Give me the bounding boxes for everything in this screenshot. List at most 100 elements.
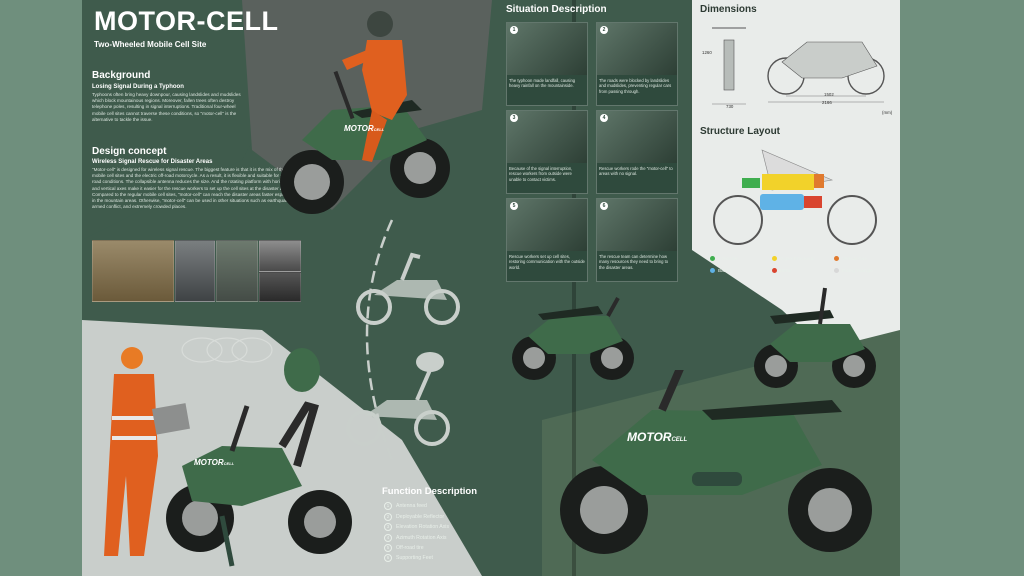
sequence-arc [365, 219, 394, 461]
function-label: Azimuth Rotation Axis [396, 534, 447, 541]
situation-num: 5 [510, 202, 518, 210]
legend-label: Vertical Axis [842, 256, 867, 261]
function-num: 1 [384, 502, 392, 511]
legend-label: Controller [718, 256, 738, 261]
design-concept-text: "Motor-cell" is designed for wireless si… [92, 167, 297, 210]
situation-num: 2 [600, 26, 608, 34]
background-subheading: Losing Signal During a Typhoon [92, 84, 184, 90]
page-fold [572, 0, 576, 576]
situation-card: 6 The rescue team can determine how many… [596, 198, 678, 282]
function-label: Off-road tire [396, 544, 424, 551]
legend-item: Vertical Axis [834, 256, 867, 262]
dimension-unit: (mm) [882, 110, 893, 115]
dimension-width: 730 [726, 104, 734, 109]
function-num: 3 [384, 523, 392, 532]
design-concept-subheading: Wireless Signal Rescue for Disaster Area… [92, 159, 213, 165]
situation-caption: Because of the signal interruption, resc… [509, 166, 573, 182]
worker-bike-badge: MOTORCELL [194, 458, 234, 467]
function-item: 5 Off-road tire [384, 543, 449, 552]
dimension-height: 1260 [702, 50, 712, 55]
badge-brand: MOTOR [627, 430, 672, 444]
photo-debris [259, 240, 301, 272]
function-item: 2 Deployable Reflector [384, 512, 449, 521]
legend-label: Riding Triangle [842, 268, 873, 273]
function-label: Supporting Feet [396, 555, 433, 562]
photo-road [216, 240, 258, 302]
dimension-side-view [767, 41, 885, 103]
structure-diagram [713, 149, 877, 245]
legend-item: Signal Processor [772, 256, 815, 262]
photo-rider [92, 240, 174, 302]
legend-dot [710, 256, 715, 262]
dimension-wheelbase: 1502 [824, 92, 834, 97]
situation-image [597, 23, 677, 75]
legend-item: Battery [710, 268, 733, 274]
situation-image [597, 199, 677, 251]
function-label: Antenna feed [396, 503, 427, 510]
poster: MOTOR-CELL Two-Wheeled Mobile Cell Site … [82, 0, 900, 576]
situation-caption: Rescue workers rode the "motor-cell" to … [599, 166, 673, 177]
function-num: 6 [384, 554, 392, 563]
situation-image [597, 111, 677, 163]
situation-image [507, 199, 587, 251]
photo-rescue [259, 272, 301, 302]
situation-num: 1 [510, 26, 518, 34]
function-num: 4 [384, 533, 392, 542]
function-item: 1 Antenna feed [384, 502, 449, 511]
situation-caption: Rescue workers set up cell sites, restor… [509, 254, 585, 270]
background-text: Typhoons often bring heavy downpour, cau… [92, 92, 241, 122]
badge-brand: MOTOR [194, 458, 224, 467]
function-item: 6 Supporting Feet [384, 554, 449, 563]
legend-dot [772, 256, 777, 262]
situation-card: 2 The roads were blocked by landslides a… [596, 22, 678, 106]
situation-heading: Situation Description [506, 4, 607, 15]
situation-num: 4 [600, 114, 608, 122]
situation-card: 4 Rescue workers rode the "motor-cell" t… [596, 110, 678, 194]
legend-item: Riding Triangle [834, 268, 873, 274]
dimension-front-view [712, 27, 746, 105]
function-item: 4 Azimuth Rotation Axis [384, 533, 449, 542]
hero-bottom-badge: MOTORCELL [627, 430, 687, 444]
hero-bike-top [280, 11, 450, 214]
dimensions-heading: Dimensions [700, 4, 757, 15]
legend-label: Signal Processor [780, 256, 815, 261]
situation-caption: The roads were blocked by landslides and… [599, 78, 672, 94]
legend-item: Controller [710, 256, 738, 262]
function-num: 5 [384, 543, 392, 552]
hero-bike-badge: MOTORCELL [344, 124, 384, 133]
function-label: Elevation Rotation Axis [396, 524, 450, 531]
page-subtitle: Two-Wheeled Mobile Cell Site [94, 40, 207, 49]
situation-image [507, 23, 587, 75]
function-num: 2 [384, 512, 392, 521]
situation-image [507, 111, 587, 163]
situation-num: 6 [600, 202, 608, 210]
legend-dot [772, 268, 777, 274]
function-list: 1 Antenna feed 2 Deployable Reflector 3 Ele… [384, 500, 449, 565]
badge-sub: CELL [223, 461, 235, 466]
photo-storm [175, 240, 215, 302]
situation-num: 3 [510, 114, 518, 122]
situation-caption: The typhoon made landfall, causing heavy… [509, 78, 576, 89]
legend-label: Battery [718, 268, 733, 273]
structure-heading: Structure Layout [700, 126, 781, 137]
situation-card: 1 The typhoon made landfall, causing hea… [506, 22, 588, 106]
badge-sub: CELL [373, 127, 385, 132]
badge-sub: CELL [671, 437, 688, 443]
hero-bike-bottom [560, 370, 872, 554]
bike-right-small-2 [754, 287, 876, 388]
situation-caption: The rescue team can determine how many r… [599, 254, 669, 270]
legend-dot [834, 268, 839, 274]
background-heading: Background [92, 70, 151, 81]
legend-item: Motor [772, 268, 792, 274]
situation-card: 3 Because of the signal interruption, re… [506, 110, 588, 194]
page-title: MOTOR-CELL [94, 6, 279, 36]
function-heading: Function Description [382, 486, 477, 497]
ghost-bike-deployed [346, 352, 450, 446]
dimension-length: 2166 [822, 100, 832, 105]
function-item: 3 Elevation Rotation Axis [384, 523, 450, 532]
legend-dot [834, 256, 839, 262]
situation-card: 5 Rescue workers set up cell sites, rest… [506, 198, 588, 282]
badge-brand: MOTOR [344, 124, 374, 133]
legend-dot [710, 268, 715, 274]
function-label: Deployable Reflector [396, 513, 445, 520]
